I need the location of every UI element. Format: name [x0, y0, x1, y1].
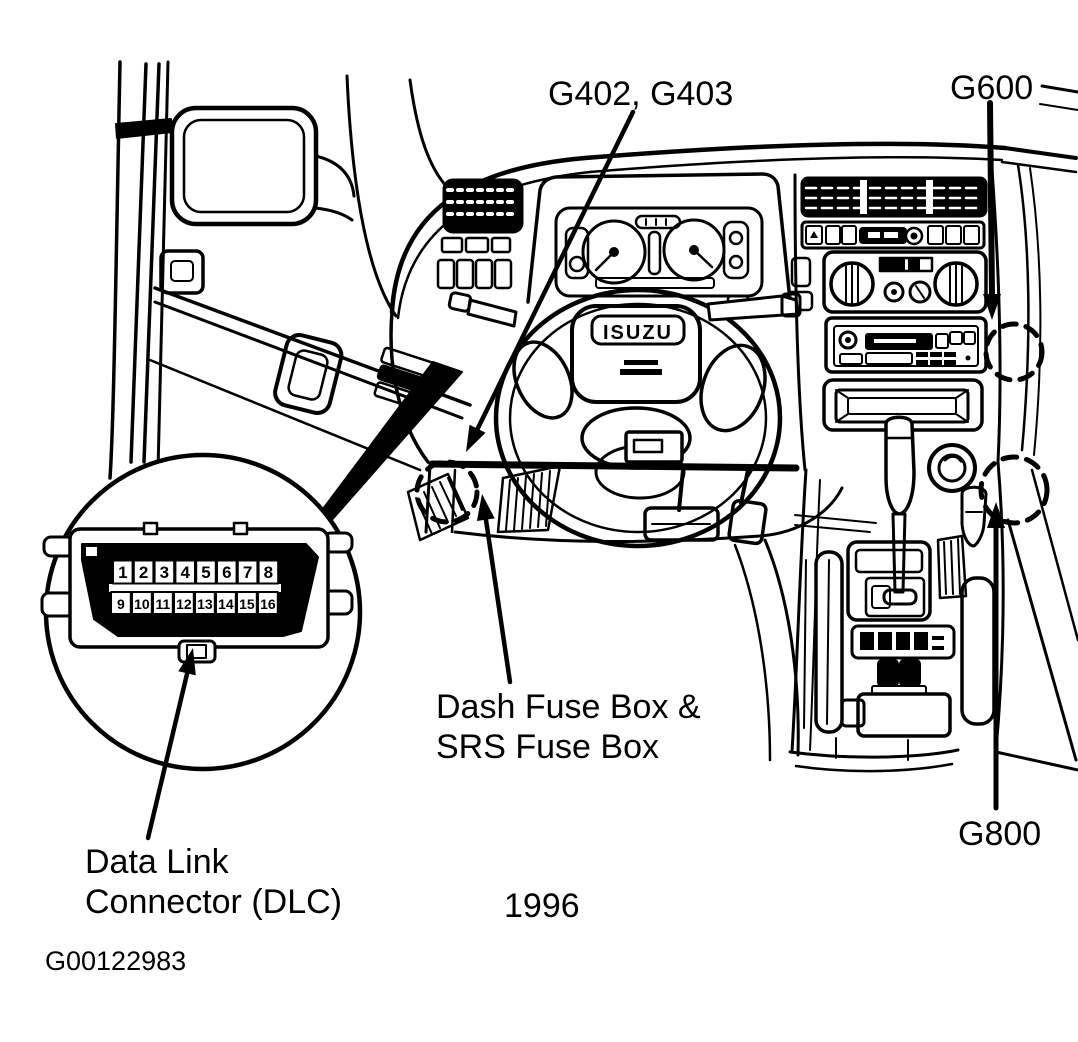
- dlc-pin-10: 10: [134, 596, 150, 612]
- dlc-pin-2: 2: [139, 563, 148, 582]
- gear-shifter: [884, 415, 916, 516]
- dlc-pin-7: 7: [243, 563, 252, 582]
- belt-guide: [115, 118, 173, 139]
- hvac-knob-right: [933, 261, 979, 307]
- dlc-pin-9: 9: [117, 596, 125, 612]
- leader-lines: [145, 100, 1005, 841]
- hvac-knob-left: [829, 261, 875, 307]
- dlc-pin-12: 12: [176, 596, 192, 612]
- dlc-pin-16: 16: [260, 596, 276, 612]
- dlc-pin-11: 11: [155, 596, 170, 612]
- transfer-lever: [960, 485, 988, 548]
- label-dlc-line2: Connector (DLC): [85, 883, 342, 921]
- dlc-callout: [40, 452, 363, 772]
- hvac-panel: [822, 250, 988, 314]
- arrowhead-g402-g403: [466, 424, 486, 452]
- dlc-pin-5: 5: [201, 563, 210, 582]
- center-stack: [793, 168, 1002, 472]
- steering-logo-text: ISUZU: [603, 322, 673, 344]
- steering-hub: [570, 304, 702, 404]
- clock-display: [859, 227, 907, 244]
- leader-fuse-box: [483, 517, 513, 685]
- label-year: 1996: [504, 887, 580, 925]
- footwell-hatch: [406, 464, 562, 542]
- door-pull-handle: [273, 333, 344, 415]
- steering-wheel: [447, 287, 802, 549]
- arrowhead-g600: [983, 294, 1001, 320]
- label-fuse-box-line2: SRS Fuse Box: [436, 728, 659, 766]
- speaker-grille: [442, 178, 524, 234]
- cigarette-lighter: [927, 443, 977, 493]
- console-switch-row: [850, 624, 956, 660]
- pedals: [643, 468, 768, 546]
- label-g402-g403: G402, G403: [548, 75, 734, 113]
- console-tray: [856, 692, 952, 738]
- dlc-pin-1: 1: [118, 563, 127, 582]
- dlc-pin-8: 8: [264, 563, 273, 582]
- center-console: [733, 415, 1078, 773]
- label-dlc-line1: Data Link: [85, 843, 229, 881]
- label-g600: G600: [950, 69, 1034, 107]
- dlc-pin-3: 3: [160, 563, 169, 582]
- shift-gate: [846, 540, 932, 622]
- arrowhead-fuse-box: [476, 494, 495, 521]
- brake-pedal: [643, 506, 720, 542]
- dlc-pin-4: 4: [180, 563, 190, 582]
- label-drawing-number: G00122983: [45, 946, 187, 976]
- parking-brake: [814, 550, 844, 734]
- dlc-pin-15: 15: [239, 596, 255, 612]
- ground-target-g402-g403: [414, 459, 480, 525]
- ground-target-g600: [983, 321, 1045, 383]
- leader-dlc: [145, 671, 190, 841]
- arrowhead-g800: [987, 502, 1005, 528]
- belt-anchor: [159, 249, 205, 295]
- leader-g600: [987, 100, 995, 298]
- dlc-pin-row-1: [112, 559, 280, 585]
- arrowhead-dlc: [178, 648, 196, 676]
- speedometer-gauge: [581, 219, 647, 285]
- dlc-pin-numbers: 1 2 3 4 5 6 7 8 9 10 11 12 13 14 15 16: [117, 563, 276, 612]
- ground-target-circles: [414, 321, 1050, 526]
- dlc-pin-row-2: [110, 591, 279, 615]
- accelerator-pedal: [727, 498, 768, 546]
- clock-button-row: [800, 220, 986, 250]
- ground-target-g800: [978, 454, 1050, 526]
- instrument-cluster: [526, 172, 792, 314]
- dlc-pin-6: 6: [222, 563, 231, 582]
- dlc-pin-14: 14: [218, 596, 234, 612]
- side-mirror: [169, 105, 356, 227]
- dlc-pin-13: 13: [197, 596, 213, 612]
- turn-signal-stalk: [466, 298, 518, 328]
- label-g800: G800: [958, 815, 1042, 853]
- label-fuse-box-line1: Dash Fuse Box &: [436, 688, 701, 726]
- leader-g402-g403: [474, 109, 636, 433]
